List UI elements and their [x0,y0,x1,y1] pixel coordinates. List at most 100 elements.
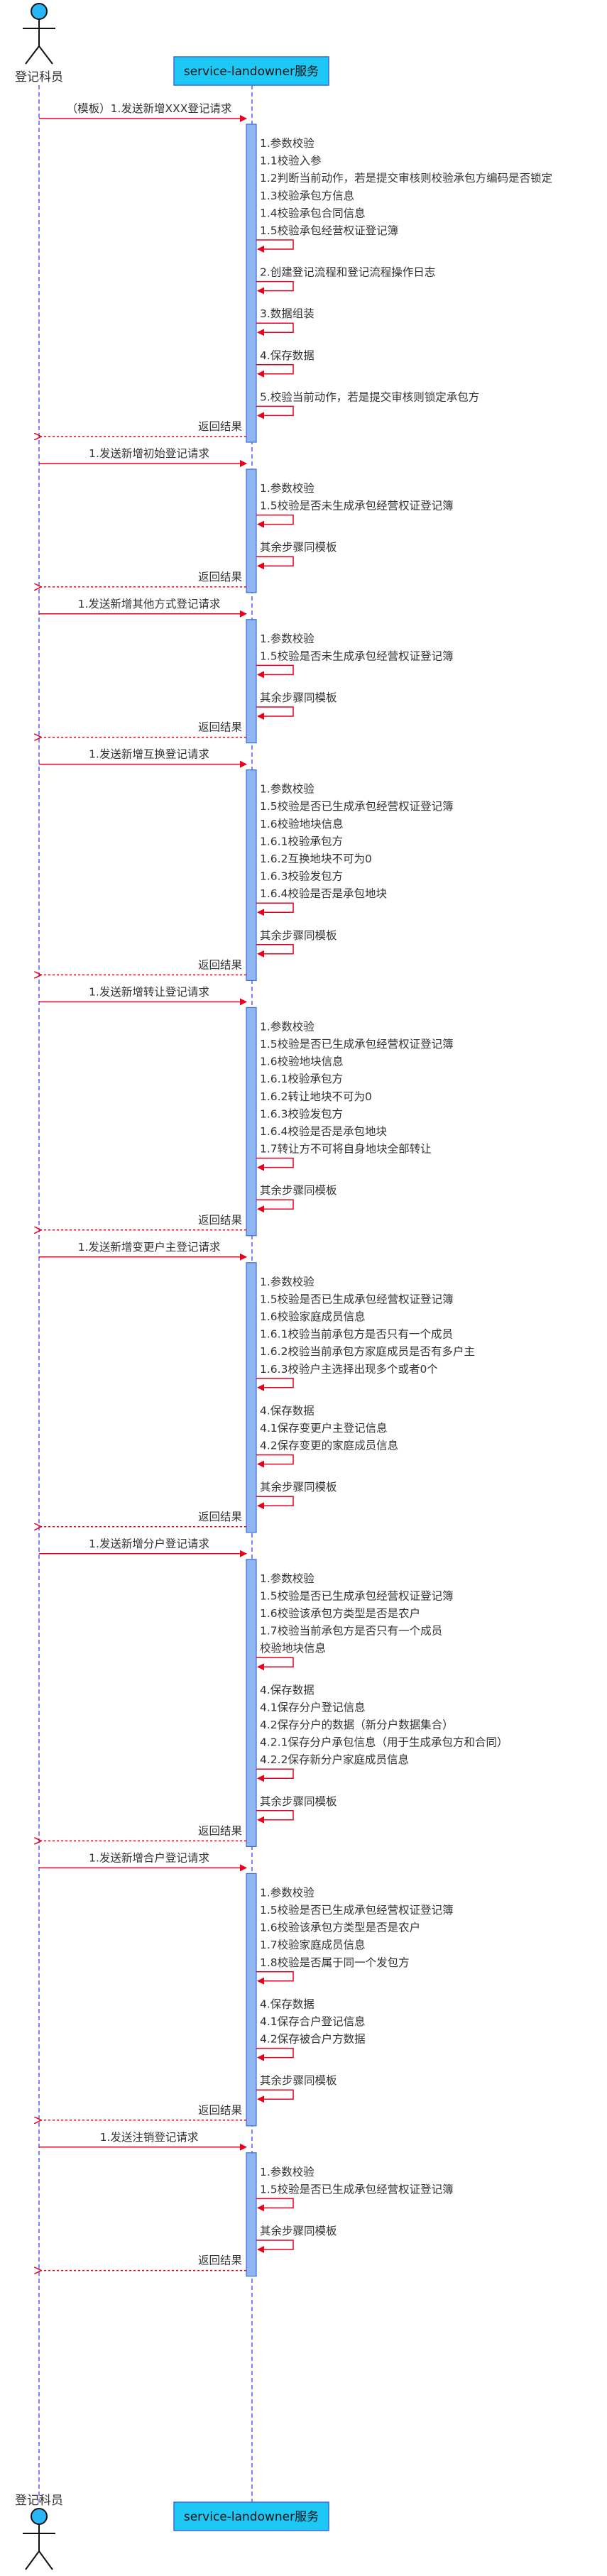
message-section: 1.发送新增合户登记请求1.参数校验1.5校验是否已生成承包经营权证登记簿1.6… [39,1851,454,2127]
activation-bar [246,1262,257,1533]
step-text: 1.2判断当前动作，若是提交审核则校验承包方编码是否锁定 [260,172,552,185]
step-text: 1.6.2互换地块不可为0 [260,853,372,865]
self-call-arrow [256,664,294,679]
step-text: 1.6.3校验发包方 [260,1107,343,1120]
step-text: 3.数据组装 [260,307,315,320]
actor-label-top: 登记科员 [15,70,63,84]
activation-bar [246,619,257,744]
step-text: 1.6校验地块信息 [260,818,344,831]
response-label: 返回结果 [198,1214,242,1227]
message-section: 1.发送新增其他方式登记请求 1.参数校验 1.5校验是否未生成承包经营权证登记簿其… [39,598,454,744]
activation-bar [246,2152,257,2277]
self-call-arrow [256,944,294,958]
request-label: 1.发送新增转让登记请求 [89,985,209,998]
step-text: 4.保存数据 [260,1404,315,1417]
step-text: 1.6.2转让地块不可为0 [260,1090,372,1103]
step-text: 4.保存数据 [260,349,315,362]
step-text: 1.5校验是否已生成承包经营权证登记簿 [260,1589,454,1602]
self-call-arrow [256,1971,294,1985]
response-label: 返回结果 [198,420,242,433]
step-text: 4.2保存被合户方数据 [260,2033,366,2046]
self-call-arrow [256,322,294,336]
step-text: 1.7转让方不可将自身地块全部转让 [260,1143,432,1156]
step-text: 1.参数校验 [260,1020,315,1033]
step-text: 1.4校验承包合同信息 [260,207,366,219]
step-text: 1.3校验承包方信息 [260,190,354,202]
self-call-arrow [256,1454,294,1468]
request-label: 1.发送新增其他方式登记请求 [78,598,221,610]
request-label: 1.发送新增互换登记请求 [89,748,209,761]
message-section: 1.发送新增变更户主登记请求1.参数校验1.5校验是否已生成承包经营权证登记簿1… [39,1241,475,1533]
response-label: 返回结果 [198,2254,242,2267]
self-call-arrow [256,2047,294,2061]
service-box-top: service-landowner服务 [173,56,329,86]
step-text: 其余步骤同模板 [260,1183,337,1197]
step-text: 1.6校验地块信息 [260,1056,344,1068]
message-section: 1.发送新增互换登记请求1.参数校验1.5校验是否已生成承包经营权证登记簿1.6… [39,748,454,981]
message-section: 1.发送新增转让登记请求 1.参数校验 1.5校验是否已生成承包经营权证登记簿 1.6… [39,985,454,1237]
step-text: 1.5校验是否已生成承包经营权证登记簿 [260,1904,454,1917]
step-text: 1.6校验家庭成员信息 [260,1310,366,1323]
step-text: 4.2保存分户的数据（新分户数据集合） [260,1719,454,1731]
step-text: 4.保存数据 [260,1997,315,2010]
step-text: 1.6.1校验承包方 [260,835,343,848]
message-section: 1.发送新增初始登记请求1.参数校验1.5校验是否未生成承包经营权证登记簿其余步… [39,447,454,593]
self-call-arrow [256,1496,294,1510]
self-call-arrow [256,1378,294,1391]
response-label: 返回结果 [198,721,242,734]
step-text: 其余步骤同模板 [260,691,337,704]
step-text: 1.6.3校验户主选择出现多个或者0个 [260,1363,438,1376]
step-text: 其余步骤同模板 [260,2073,337,2087]
step-text: 4.1保存合户登记信息 [260,2015,366,2028]
activation-bar [246,124,257,443]
activation-bar [246,1559,257,1848]
step-text: 1.5校验承包经营权证登记簿 [260,224,398,237]
self-call-arrow [256,1157,294,1171]
message-section: （模板）1.发送新增XXX登记请求1.参数校验1.1校验入参1.2判断当前动作，… [39,102,552,443]
step-text: 1.5校验是否未生成承包经营权证登记簿 [260,650,454,662]
step-text: 1.5校验是否已生成承包经营权证登记簿 [260,1038,454,1051]
step-text: 校验地块信息 [260,1642,326,1655]
self-call-arrow [256,556,294,570]
request-label: 1.发送新增分户登记请求 [89,1538,209,1550]
service-box-bottom: service-landowner服务 [173,2501,329,2531]
request-label: 1.发送新增变更户主登记请求 [78,1241,221,1254]
step-text: 1.参数校验 [260,632,315,645]
step-text: 4.1保存变更户主登记信息 [260,1422,388,1435]
response-label: 返回结果 [198,2104,242,2117]
request-label: 1.发送注销登记请求 [100,2131,199,2144]
response-label: 返回结果 [198,571,242,583]
step-text: 1.6.4校验是否是承包地块 [260,1125,387,1138]
step-text: 5.校验当前动作，若是提交审核则锁定承包方 [260,390,479,403]
step-text: 4.2保存变更的家庭成员信息 [260,1440,398,1452]
message-section: 1.发送新增分户登记请求1.参数校验1.5校验是否已生成承包经营权证登记簿1.6… [39,1538,508,1848]
step-text: 1.5校验是否已生成承包经营权证登记簿 [260,1293,454,1305]
step-text: 其余步骤同模板 [260,1480,337,1493]
step-text: 1.6.1校验承包方 [260,1073,343,1085]
step-text: 1.5校验是否未生成承包经营权证登记簿 [260,500,454,513]
step-text: 1.参数校验 [260,1572,315,1585]
request-label: 1.发送新增合户登记请求 [89,1851,209,1864]
self-call-arrow [256,1768,294,1782]
step-text: 1.6.1校验当前承包方是否只有一个成员 [260,1328,453,1341]
step-text: 4.1保存分户登记信息 [260,1701,366,1714]
self-call-arrow [256,364,294,378]
actor-label-bottom: 登记科员 [15,2494,63,2508]
step-text: 1.参数校验 [260,783,315,796]
activation-bar [246,1873,257,2127]
activation-bar [246,1007,257,1237]
actor-bottom: 登记科员 [15,2494,63,2570]
step-text: 4.2.2保存新分户家庭成员信息 [260,1753,409,1766]
self-call-arrow [256,706,294,720]
step-text: 1.7校验家庭成员信息 [260,1939,366,1951]
actor-top: 登记科员 [15,3,63,84]
step-text: 1.参数校验 [260,1886,315,1899]
step-text: 1.6.3校验发包方 [260,870,343,883]
response-label: 返回结果 [198,1824,242,1837]
service-label-bottom: service-landowner服务 [184,2510,319,2524]
step-text: 2.创建登记流程和登记流程操作日志 [260,266,435,279]
self-call-arrow [256,280,294,295]
self-call-arrow [256,514,294,528]
self-call-arrow [256,2240,294,2253]
